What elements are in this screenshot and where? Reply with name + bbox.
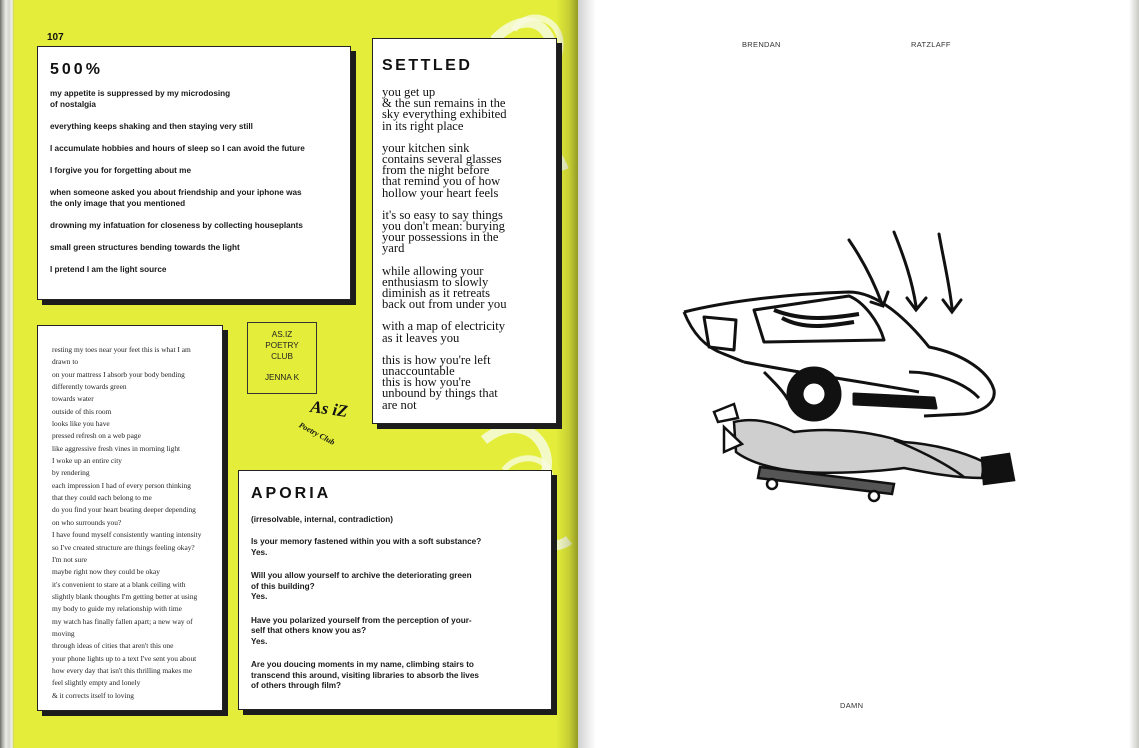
aporia-question: Is your memory fastened within you with …: [251, 537, 482, 546]
poem-aporia-box: APORIA (irresolvable, internal, contradi…: [238, 470, 552, 710]
poem-settled-stanza: it's so easy to say things you don't mea…: [382, 207, 505, 256]
poem-500-line: everything keeps shaking and then stayin…: [50, 122, 253, 131]
poetry-club-stamp-logo: As iZ Poetry Club: [297, 397, 349, 447]
poem-settled-box: SETTLED you get up & the sun remains in …: [372, 38, 557, 424]
artwork-title: DAMN: [840, 701, 864, 710]
club-stamp-bottom: Poetry Club: [297, 420, 336, 446]
aporia-question: Have you polarized yourself from the per…: [251, 615, 472, 636]
author-last-name: RATZLAFF: [911, 40, 951, 49]
page-number: 107: [47, 32, 64, 43]
poem-resting-line: how every day that isn't this thrilling …: [52, 665, 193, 675]
gutter-shadow-right: [578, 0, 596, 748]
poem-resting-line: do you find your heart beating deeper de…: [52, 505, 196, 515]
poem-resting-line: my body to guide my relationship with ti…: [52, 604, 182, 614]
poem-resting-line: each impression I had of every person th…: [52, 480, 191, 490]
club-badge-line: AS.IZ: [271, 330, 293, 339]
page-edge-stack: [0, 0, 14, 748]
poem-500-line: I accumulate hobbies and hours of sleep …: [50, 144, 305, 153]
gutter-shadow: [556, 0, 578, 748]
aporia-answer: Yes.: [251, 636, 268, 646]
aporia-answer: Yes.: [251, 592, 268, 601]
poem-resting-line: differently towards green: [52, 382, 127, 392]
poem-resting-line: I woke up an entire city: [52, 456, 122, 466]
poem-500-line: drowning my infatuation for closeness by…: [50, 221, 303, 230]
mechanic-figure: [712, 402, 1016, 503]
poem-aporia-title: APORIA: [251, 485, 332, 502]
club-badge-line: POETRY: [265, 341, 299, 350]
poem-resting-line: moving: [52, 628, 75, 638]
poem-500-line: small green structures bending towards t…: [50, 243, 240, 252]
club-badge-author: JENNA K: [264, 373, 300, 382]
poem-settled-stanza: you get up & the sun remains in the sky …: [382, 85, 507, 133]
poem-resting-line: slightly blank thoughts I'm getting bett…: [52, 591, 198, 601]
poem-settled-stanza: your kitchen sink contains several glass…: [382, 140, 502, 200]
aporia-qa: Will you allow yourself to archive the d…: [251, 571, 539, 603]
poem-resting-line: my watch has finally fallen apart; a new…: [52, 616, 193, 626]
poem-resting-line: resting my toes near your feet this is w…: [52, 345, 191, 354]
author-first-name: BRENDAN: [742, 40, 781, 49]
car-mechanic-illustration: [682, 230, 1016, 503]
car-drawing: [682, 290, 996, 418]
poem-settled-stanza: this is how you're left unaccountable th…: [382, 352, 498, 412]
aporia-qa: Have you polarized yourself from the per…: [251, 616, 539, 648]
left-page: 107 500% my appetite is suppressed by my…: [0, 0, 578, 748]
poetry-club-badge: AS.IZ POETRY CLUB JENNA K: [247, 322, 317, 394]
page-edge-right: [1129, 0, 1139, 748]
aporia-question: Are you doucing moments in my name, clim…: [251, 660, 479, 690]
poem-settled-title: SETTLED: [382, 57, 473, 74]
arrow-icons: [847, 230, 963, 315]
poem-settled-stanza: with a map of electricity as it leaves y…: [382, 319, 506, 345]
poem-resting-line: feel slightly empty and lonely: [52, 678, 141, 688]
poem-resting-line: your phone lights up to a text I've sent…: [52, 653, 197, 663]
poem-aporia-subtitle: (irresolvable, internal, contradiction): [251, 515, 393, 524]
poem-resting-line: through ideas of cities that aren't this…: [52, 641, 174, 651]
poem-settled-stanza: while allowing your enthusiasm to slowly…: [382, 263, 507, 312]
poem-resting-line: towards water: [52, 394, 94, 404]
aporia-question: Will you allow yourself to archive the d…: [251, 571, 472, 591]
poem-500-line: I pretend I am the light source: [50, 265, 167, 274]
poem-resting-line: maybe right now they could be okay: [52, 567, 160, 577]
poem-resting-line: that they could each belong to me: [52, 493, 152, 503]
poem-500-line: I forgive you for forgetting about me: [50, 166, 192, 175]
aporia-qa: Are you doucing moments in my name, clim…: [251, 660, 539, 692]
poem-resting-line: by rendering: [52, 468, 90, 478]
poem-resting-line: I'm not sure: [52, 554, 87, 564]
aporia-qa: Is your memory fastened within you with …: [251, 537, 539, 558]
poem-resting-line: drawn to: [52, 357, 79, 367]
poem-500-box: 500% my appetite is suppressed by my mic…: [37, 46, 351, 300]
poem-resting-line: so I've created structure are things fee…: [52, 542, 195, 552]
poem-resting-line: it's convenient to stare at a blank ceil…: [52, 579, 186, 589]
poem-500-line: my appetite is suppressed by my microdos…: [50, 89, 231, 109]
poem-resting-line: looks like you have: [52, 419, 110, 429]
poem-resting-line: pressed refresh on a web page: [52, 431, 141, 441]
poem-resting-line: on who surrounds you?: [52, 517, 122, 527]
poem-500-line: when someone asked you about friendship …: [50, 188, 302, 208]
poem-resting-line: like aggressive fresh vines in morning l…: [52, 443, 181, 453]
poem-resting-line: on your mattress I absorb your body bend…: [52, 369, 185, 379]
poem-resting-box: resting my toes near your feet this is w…: [37, 325, 223, 711]
car-wheel: [762, 366, 842, 422]
right-page: BRENDAN RATZLAFF: [578, 0, 1139, 748]
aporia-answer: Yes.: [251, 547, 268, 557]
poem-resting-line: outside of this room: [52, 406, 112, 416]
poem-500-title: 500%: [50, 61, 103, 78]
club-badge-line: CLUB: [271, 352, 293, 361]
club-stamp-top: As iZ: [308, 397, 349, 421]
poem-resting-line: I have found myself consistently wanting…: [52, 530, 202, 540]
poem-resting-line: & it corrects itself to loving: [52, 690, 134, 700]
